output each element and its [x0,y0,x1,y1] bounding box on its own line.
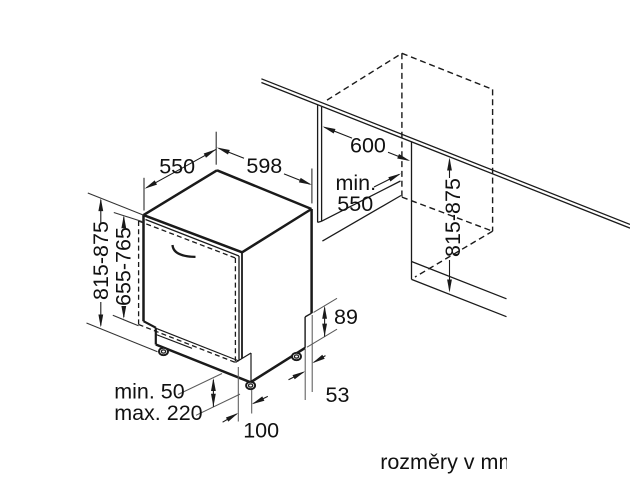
svg-text:815-875: 815-875 [89,221,113,300]
svg-text:815-875: 815-875 [441,178,465,257]
svg-text:550: 550 [159,155,195,179]
svg-text:655-765: 655-765 [112,227,136,306]
svg-text:min.: min. [336,171,377,195]
svg-text:598: 598 [246,154,282,178]
svg-text:max. 220: max. 220 [114,401,202,425]
svg-text:53: 53 [326,383,350,407]
svg-text:100: 100 [243,419,279,443]
svg-text:550: 550 [337,192,373,216]
svg-text:89: 89 [334,305,358,329]
svg-text:min. 50: min. 50 [114,380,185,404]
svg-text:600: 600 [350,134,386,158]
svg-text:rozměry v mm: rozměry v mm [380,450,516,474]
